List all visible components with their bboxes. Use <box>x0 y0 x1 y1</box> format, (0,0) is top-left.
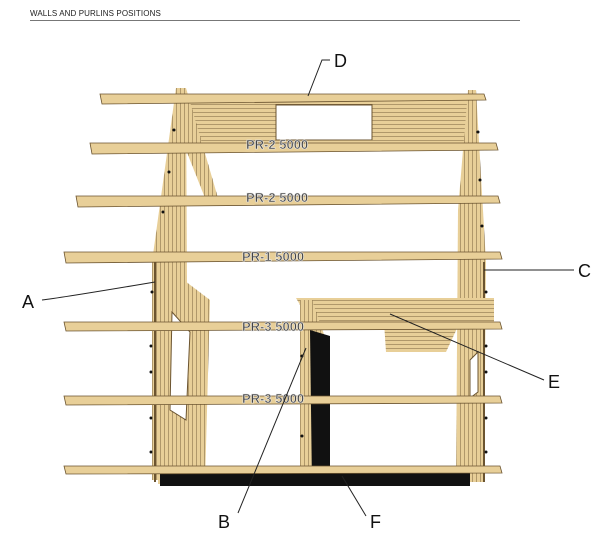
leader-b <box>237 347 307 514</box>
right-wall-opening <box>469 350 479 399</box>
inner-wall-shadow <box>310 330 330 486</box>
purlin-label-4: PR-3 5000 <box>242 319 304 334</box>
leader-lines <box>41 59 574 517</box>
leader-a <box>41 281 156 301</box>
callout-c: C <box>578 261 591 281</box>
purlin-5 <box>63 321 503 332</box>
roof-deck <box>180 98 470 150</box>
callout-e: E <box>548 372 560 392</box>
callout-a: A <box>22 292 34 312</box>
purlin-label-2: PR-2 5000 <box>246 190 308 205</box>
inner-wall <box>296 298 494 486</box>
purlin-6 <box>63 395 503 406</box>
wall-fixings <box>149 128 488 454</box>
purlin-label-5: PR-3 5000 <box>242 391 304 406</box>
leader-f <box>341 475 367 517</box>
callout-d: D <box>334 51 347 71</box>
purlin-4 <box>63 251 503 264</box>
left-gable-wall <box>152 88 218 484</box>
purlin-top <box>99 93 487 105</box>
purlin-bottom <box>63 465 503 475</box>
leader-e <box>389 313 545 381</box>
purlin-label-1: PR-2 5000 <box>246 137 308 152</box>
purlins <box>63 93 503 475</box>
right-gable-wall <box>456 90 486 482</box>
callout-f: F <box>370 512 381 532</box>
roof-opening <box>275 104 373 141</box>
callout-b: B <box>218 512 230 532</box>
leader-d <box>307 59 330 97</box>
purlin-label-3: PR-1 5000 <box>242 249 304 264</box>
drawing-title: WALLS AND PURLINS POSITIONS <box>30 9 520 21</box>
purlin-3 <box>75 195 501 208</box>
purlin-2 <box>89 142 499 155</box>
